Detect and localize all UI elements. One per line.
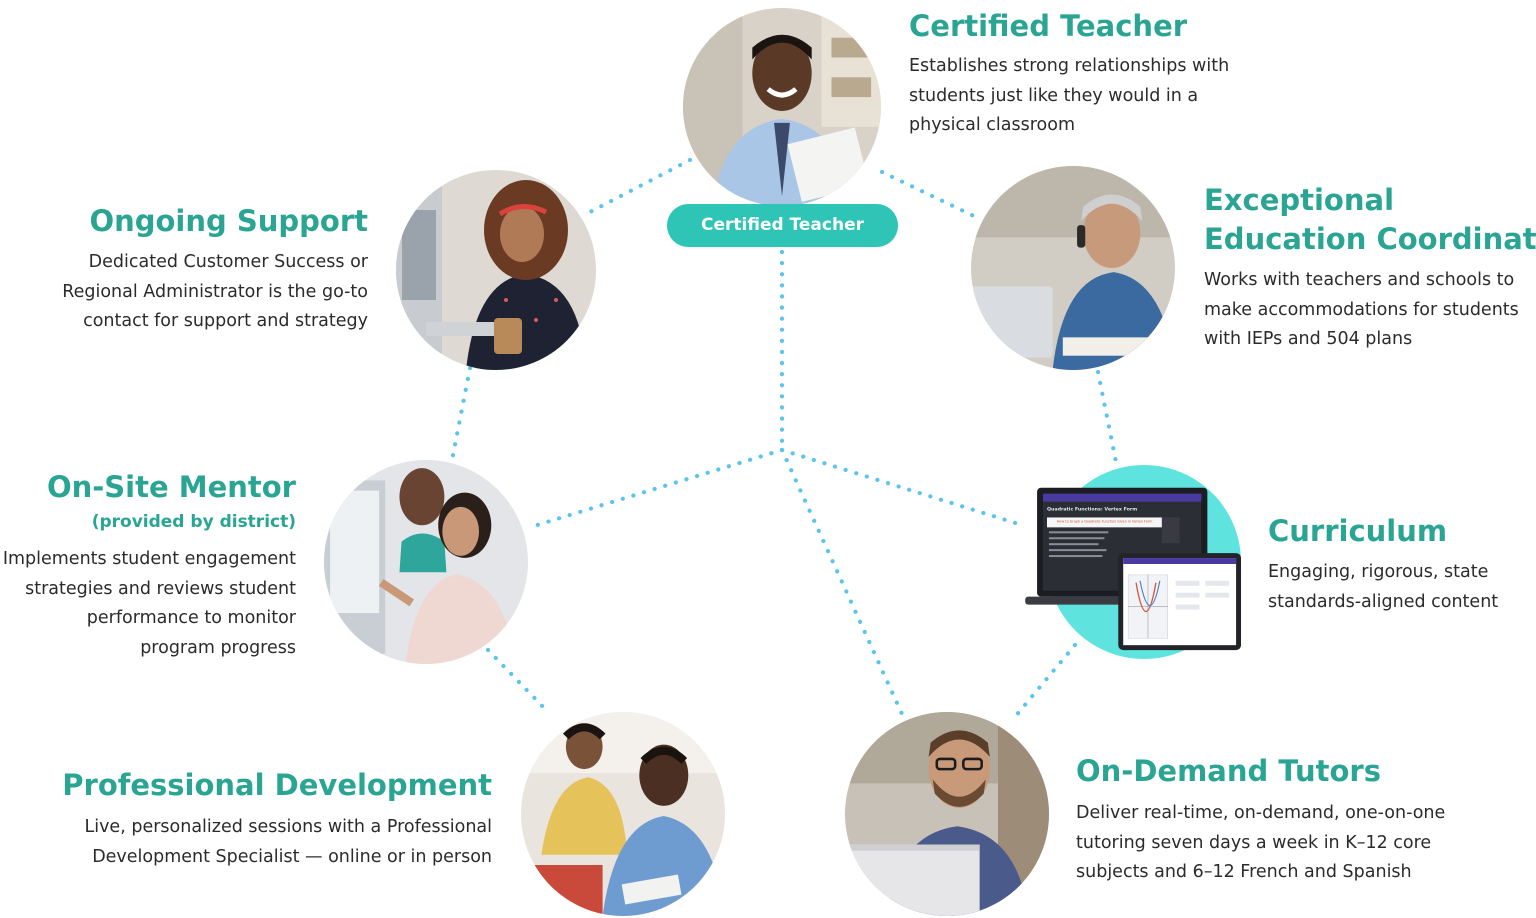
onsite-mentor-title: On-Site Mentor	[46, 470, 296, 504]
curriculum-description: Engaging, rigorous, state standards-alig…	[1268, 562, 1499, 612]
eec-title: Exceptional Education Coordinator	[1204, 183, 1536, 256]
on-demand-tutors-photo	[845, 712, 1049, 916]
ongoing-support-description: Dedicated Customer Success or Regional A…	[62, 252, 368, 331]
professional-development-photo	[521, 712, 725, 916]
lesson-title: Quadratic Functions: Vertex Form	[1047, 507, 1137, 513]
on-demand-tutors-title: On-Demand Tutors	[1076, 754, 1381, 788]
onsite-mentor-subtitle: (provided by district)	[91, 512, 296, 532]
certified-teacher-description: Establishes strong relationships with st…	[909, 56, 1230, 135]
link-mentor-pd	[485, 647, 551, 715]
curriculum-image: Quadratic Functions: Vertex Form How to …	[1025, 464, 1243, 662]
professional-development-description: Live, personalized sessions with a Profe…	[84, 817, 492, 867]
link-teacher-support	[587, 157, 693, 215]
certified-teacher-photo	[683, 8, 881, 206]
ongoing-support-photo	[396, 170, 596, 370]
eec-photo	[971, 166, 1175, 370]
link-center-curriculum	[779, 447, 1028, 529]
onsite-mentor-photo	[324, 460, 528, 664]
link-eec-curriculum	[1095, 369, 1119, 465]
link-curriculum-tutors	[1011, 642, 1078, 721]
link-center-tutors	[779, 447, 905, 717]
certified-teacher-title: Certified Teacher	[909, 9, 1188, 43]
curriculum-title: Curriculum	[1268, 514, 1448, 548]
onsite-mentor-description: Implements student engagement strategies…	[2, 549, 296, 658]
video-title: How to Graph a Quadratic Function Given …	[1057, 519, 1153, 523]
link-center-mentor	[531, 447, 785, 529]
on-demand-tutors-description: Deliver real-time, on-demand, one-on-one…	[1076, 803, 1446, 882]
hub-certified-teacher-pill[interactable]: Certified Teacher	[667, 204, 898, 247]
ongoing-support-title: Ongoing Support	[89, 204, 368, 238]
link-support-mentor	[449, 365, 473, 463]
professional-development-title: Professional Development	[62, 768, 492, 802]
link-teacher-eec	[879, 169, 981, 221]
eec-description: Works with teachers and schools to make …	[1204, 270, 1519, 349]
